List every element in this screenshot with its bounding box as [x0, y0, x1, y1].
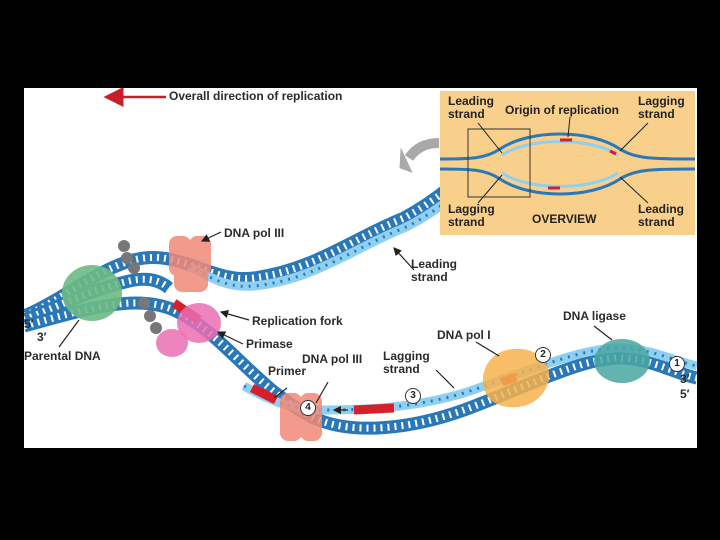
label-primase: Primase: [246, 338, 293, 351]
label-dna-ligase: DNA ligase: [563, 310, 626, 323]
label-5prime-right: 5′: [680, 388, 690, 401]
step-1-badge: 1: [669, 356, 685, 372]
diagram-panel: Overall direction of replication Leading…: [24, 88, 697, 448]
label-primer: Primer: [268, 365, 306, 378]
label-dna-pol-iii-bottom: DNA pol III: [302, 353, 362, 366]
overview-leading-strand-top: Leading strand: [448, 95, 494, 121]
overview-caption: OVERVIEW: [532, 213, 596, 226]
step-2-badge: 2: [535, 347, 551, 363]
step-3-badge: 3: [405, 388, 421, 404]
dna-pol-iii-top: [169, 236, 211, 292]
overall-direction-label: Overall direction of replication: [169, 90, 342, 103]
overview-leading-strand-bottom: Leading strand: [638, 203, 684, 229]
label-parental-dna: Parental DNA: [24, 350, 101, 363]
label-replication-fork: Replication fork: [252, 315, 343, 328]
overview-origin-label: Origin of replication: [505, 104, 619, 117]
primer-fragment-3: [354, 408, 394, 410]
label-3prime-right: 3′: [680, 373, 690, 386]
label-dna-pol-iii-top: DNA pol III: [224, 227, 284, 240]
overview-lagging-strand-top: Lagging strand: [638, 95, 685, 121]
label-5prime-left: 5′: [24, 318, 34, 331]
step-4-badge: 4: [300, 400, 316, 416]
helicase: [62, 265, 122, 321]
label-dna-pol-i: DNA pol I: [437, 329, 491, 342]
dna-pol-iii-bottom: [280, 393, 322, 441]
dna-ligase: [594, 339, 650, 383]
overview-inset: Leading strand Origin of replication Lag…: [440, 91, 695, 235]
overview-lagging-strand-bottom: Lagging strand: [448, 203, 495, 229]
label-lagging-strand: Lagging strand: [383, 350, 430, 376]
overview-pointer-arrow: [409, 143, 439, 158]
label-3prime-left: 3′: [37, 331, 47, 344]
label-leading-strand: Leading strand: [411, 258, 457, 284]
